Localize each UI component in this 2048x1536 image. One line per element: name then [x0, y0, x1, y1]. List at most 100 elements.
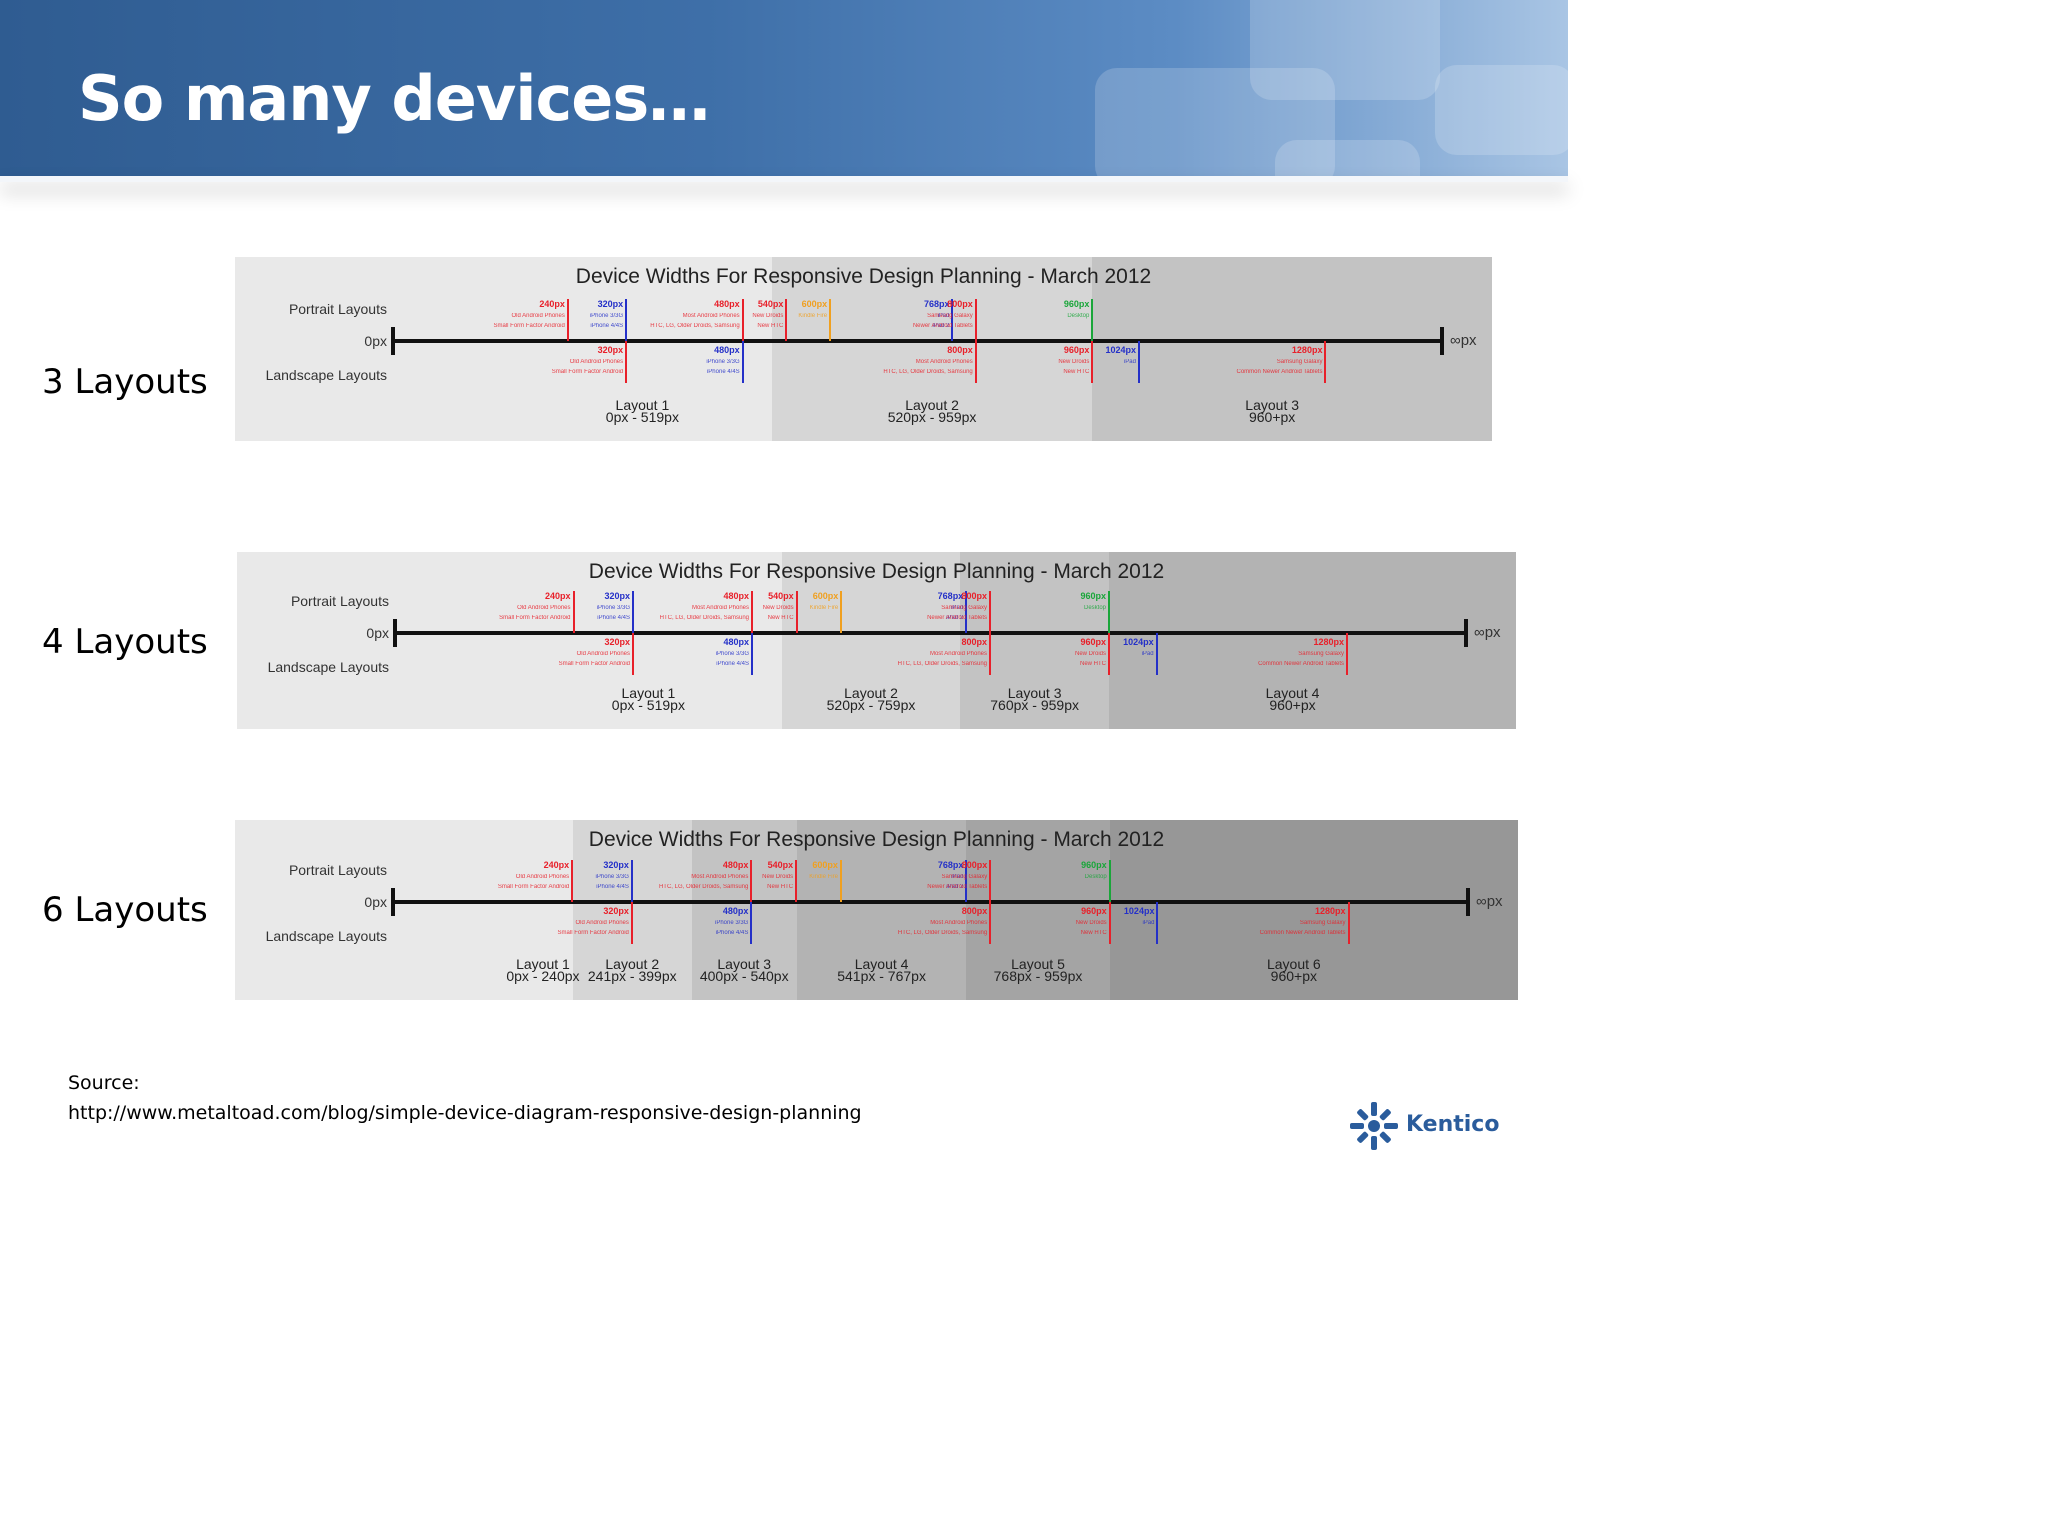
portrait-mark-label: 240px	[544, 591, 571, 601]
portrait-mark-label: 800px	[947, 299, 973, 309]
axis-line	[395, 631, 1466, 635]
portrait-mark-label: 320px	[597, 299, 624, 309]
row-label-3-layouts: 3 Layouts	[42, 362, 208, 402]
layout-name: Layout 6	[1266, 956, 1321, 972]
slide-title: So many devices…	[78, 62, 710, 135]
header-divider	[0, 176, 1568, 182]
kentico-logo-text: Kentico	[1406, 1112, 1500, 1137]
header-decoration	[1275, 140, 1420, 178]
landscape-device-note: iPhone 3/3G	[706, 359, 740, 365]
layout-zone	[781, 552, 961, 729]
landscape-device-note: Most Android Phones	[929, 651, 987, 657]
landscape-device-note: Samsung Galaxy	[1276, 359, 1323, 365]
layout-zone	[235, 257, 772, 441]
landscape-mark-320	[630, 902, 633, 944]
portrait-mark-960	[1108, 860, 1111, 902]
portrait-device-note: Newer Android Tablets	[927, 884, 988, 890]
layout-name: Layout 1	[621, 685, 676, 701]
portrait-mark-800	[974, 299, 977, 341]
layout-range: 0px - 240px	[506, 968, 580, 984]
header-decoration	[1250, 0, 1440, 100]
portrait-device-note: Kindle Fire	[809, 874, 838, 880]
portrait-device-note: HTC, LG, Older Droids, Samsung	[650, 323, 740, 329]
portrait-layouts-label: Portrait Layouts	[288, 301, 387, 317]
portrait-mark-label: 600px	[801, 299, 828, 309]
portrait-mark-label: 600px	[812, 860, 838, 870]
portrait-device-note: Small Form Factor Android	[497, 884, 570, 890]
portrait-mark-label: 768px	[923, 299, 950, 309]
landscape-mark-label: 1024px	[1105, 345, 1136, 355]
landscape-mark-label: 800px	[947, 345, 973, 355]
layout-zone	[237, 552, 782, 729]
portrait-device-note: New Droids	[762, 874, 794, 880]
portrait-device-note: Samsung Galaxy	[941, 874, 988, 880]
layout-zone	[235, 820, 573, 1000]
portrait-mark-label: 320px	[603, 860, 629, 870]
landscape-mark-label: 960px	[1081, 906, 1107, 916]
landscape-device-note: Samsung Galaxy	[1298, 651, 1344, 657]
portrait-device-note: Newer Android Tablets	[927, 615, 987, 621]
portrait-mark-label: 540px	[768, 591, 794, 601]
portrait-mark-label: 800px	[961, 591, 987, 601]
landscape-mark-label: 320px	[603, 906, 629, 916]
layout-name: Layout 2	[605, 956, 660, 972]
portrait-device-note: Desktop	[1083, 605, 1106, 611]
landscape-mark-label: 960px	[1063, 345, 1090, 355]
layout-range: 541px - 767px	[837, 968, 926, 984]
portrait-mark-label: 960px	[1063, 299, 1090, 309]
layout-zone	[691, 820, 797, 1000]
source-label: Source:	[68, 1072, 140, 1094]
layout-name: Layout 4	[1265, 685, 1320, 701]
portrait-mark-320	[630, 860, 633, 902]
portrait-device-note: Samsung Galaxy	[927, 313, 973, 319]
landscape-device-note: Old Android Phones	[575, 920, 629, 926]
layout-range: 520px - 759px	[826, 697, 916, 713]
landscape-device-note: HTC, LG, Older Droids, Samsung	[883, 369, 973, 375]
layout-range: 960+px	[1269, 697, 1316, 713]
portrait-device-note: New Droids	[762, 605, 794, 611]
portrait-mark-960	[1108, 591, 1110, 633]
portrait-mark-240	[572, 591, 575, 633]
slide-header	[0, 0, 1568, 178]
layout-name: Layout 2	[905, 397, 959, 413]
portrait-mark-600	[839, 860, 842, 902]
landscape-mark-320	[625, 341, 628, 383]
landscape-device-note: Common Newer Android Tablets	[1236, 369, 1323, 375]
portrait-mark-540	[785, 299, 788, 341]
portrait-mark-label: 240px	[543, 860, 570, 870]
layout-range: 241px - 399px	[587, 968, 677, 984]
landscape-device-note: New HTC	[1079, 661, 1106, 667]
portrait-device-note: Samsung Galaxy	[941, 605, 987, 611]
landscape-mark-label: 1024px	[1123, 906, 1155, 916]
diagram-4-layouts: Device Widths For Responsive Design Plan…	[237, 552, 1516, 729]
landscape-mark-label: 1280px	[1291, 345, 1323, 355]
landscape-mark-480	[750, 902, 753, 944]
layout-range: 0px - 519px	[605, 409, 679, 425]
layout-name: Layout 4	[854, 956, 909, 972]
landscape-mark-1280	[1346, 633, 1348, 675]
landscape-device-note: New Droids	[1058, 359, 1090, 365]
landscape-device-note: iPhone 3/3G	[715, 651, 749, 657]
portrait-mark-600	[829, 299, 832, 341]
portrait-device-note: New HTC	[767, 615, 794, 621]
portrait-mark-label: 768px	[937, 591, 964, 601]
landscape-mark-1024	[1156, 902, 1159, 944]
landscape-device-note: iPhone 4/4S	[715, 930, 749, 936]
landscape-device-note: HTC, LG, Older Droids, Samsung	[897, 661, 987, 667]
landscape-mark-480	[741, 341, 744, 383]
landscape-device-note: iPhone 4/4S	[716, 661, 749, 667]
landscape-device-note: iPad	[1123, 359, 1136, 365]
layout-name: Layout 1	[516, 956, 570, 972]
diagram-title: Device Widths For Responsive Design Plan…	[588, 828, 1165, 851]
landscape-device-note: New HTC	[1080, 930, 1107, 936]
landscape-device-note: New HTC	[1063, 369, 1090, 375]
portrait-mark-768	[965, 591, 968, 633]
landscape-device-note: iPhone 3/3G	[714, 920, 749, 926]
landscape-mark-label: 1024px	[1123, 637, 1154, 647]
